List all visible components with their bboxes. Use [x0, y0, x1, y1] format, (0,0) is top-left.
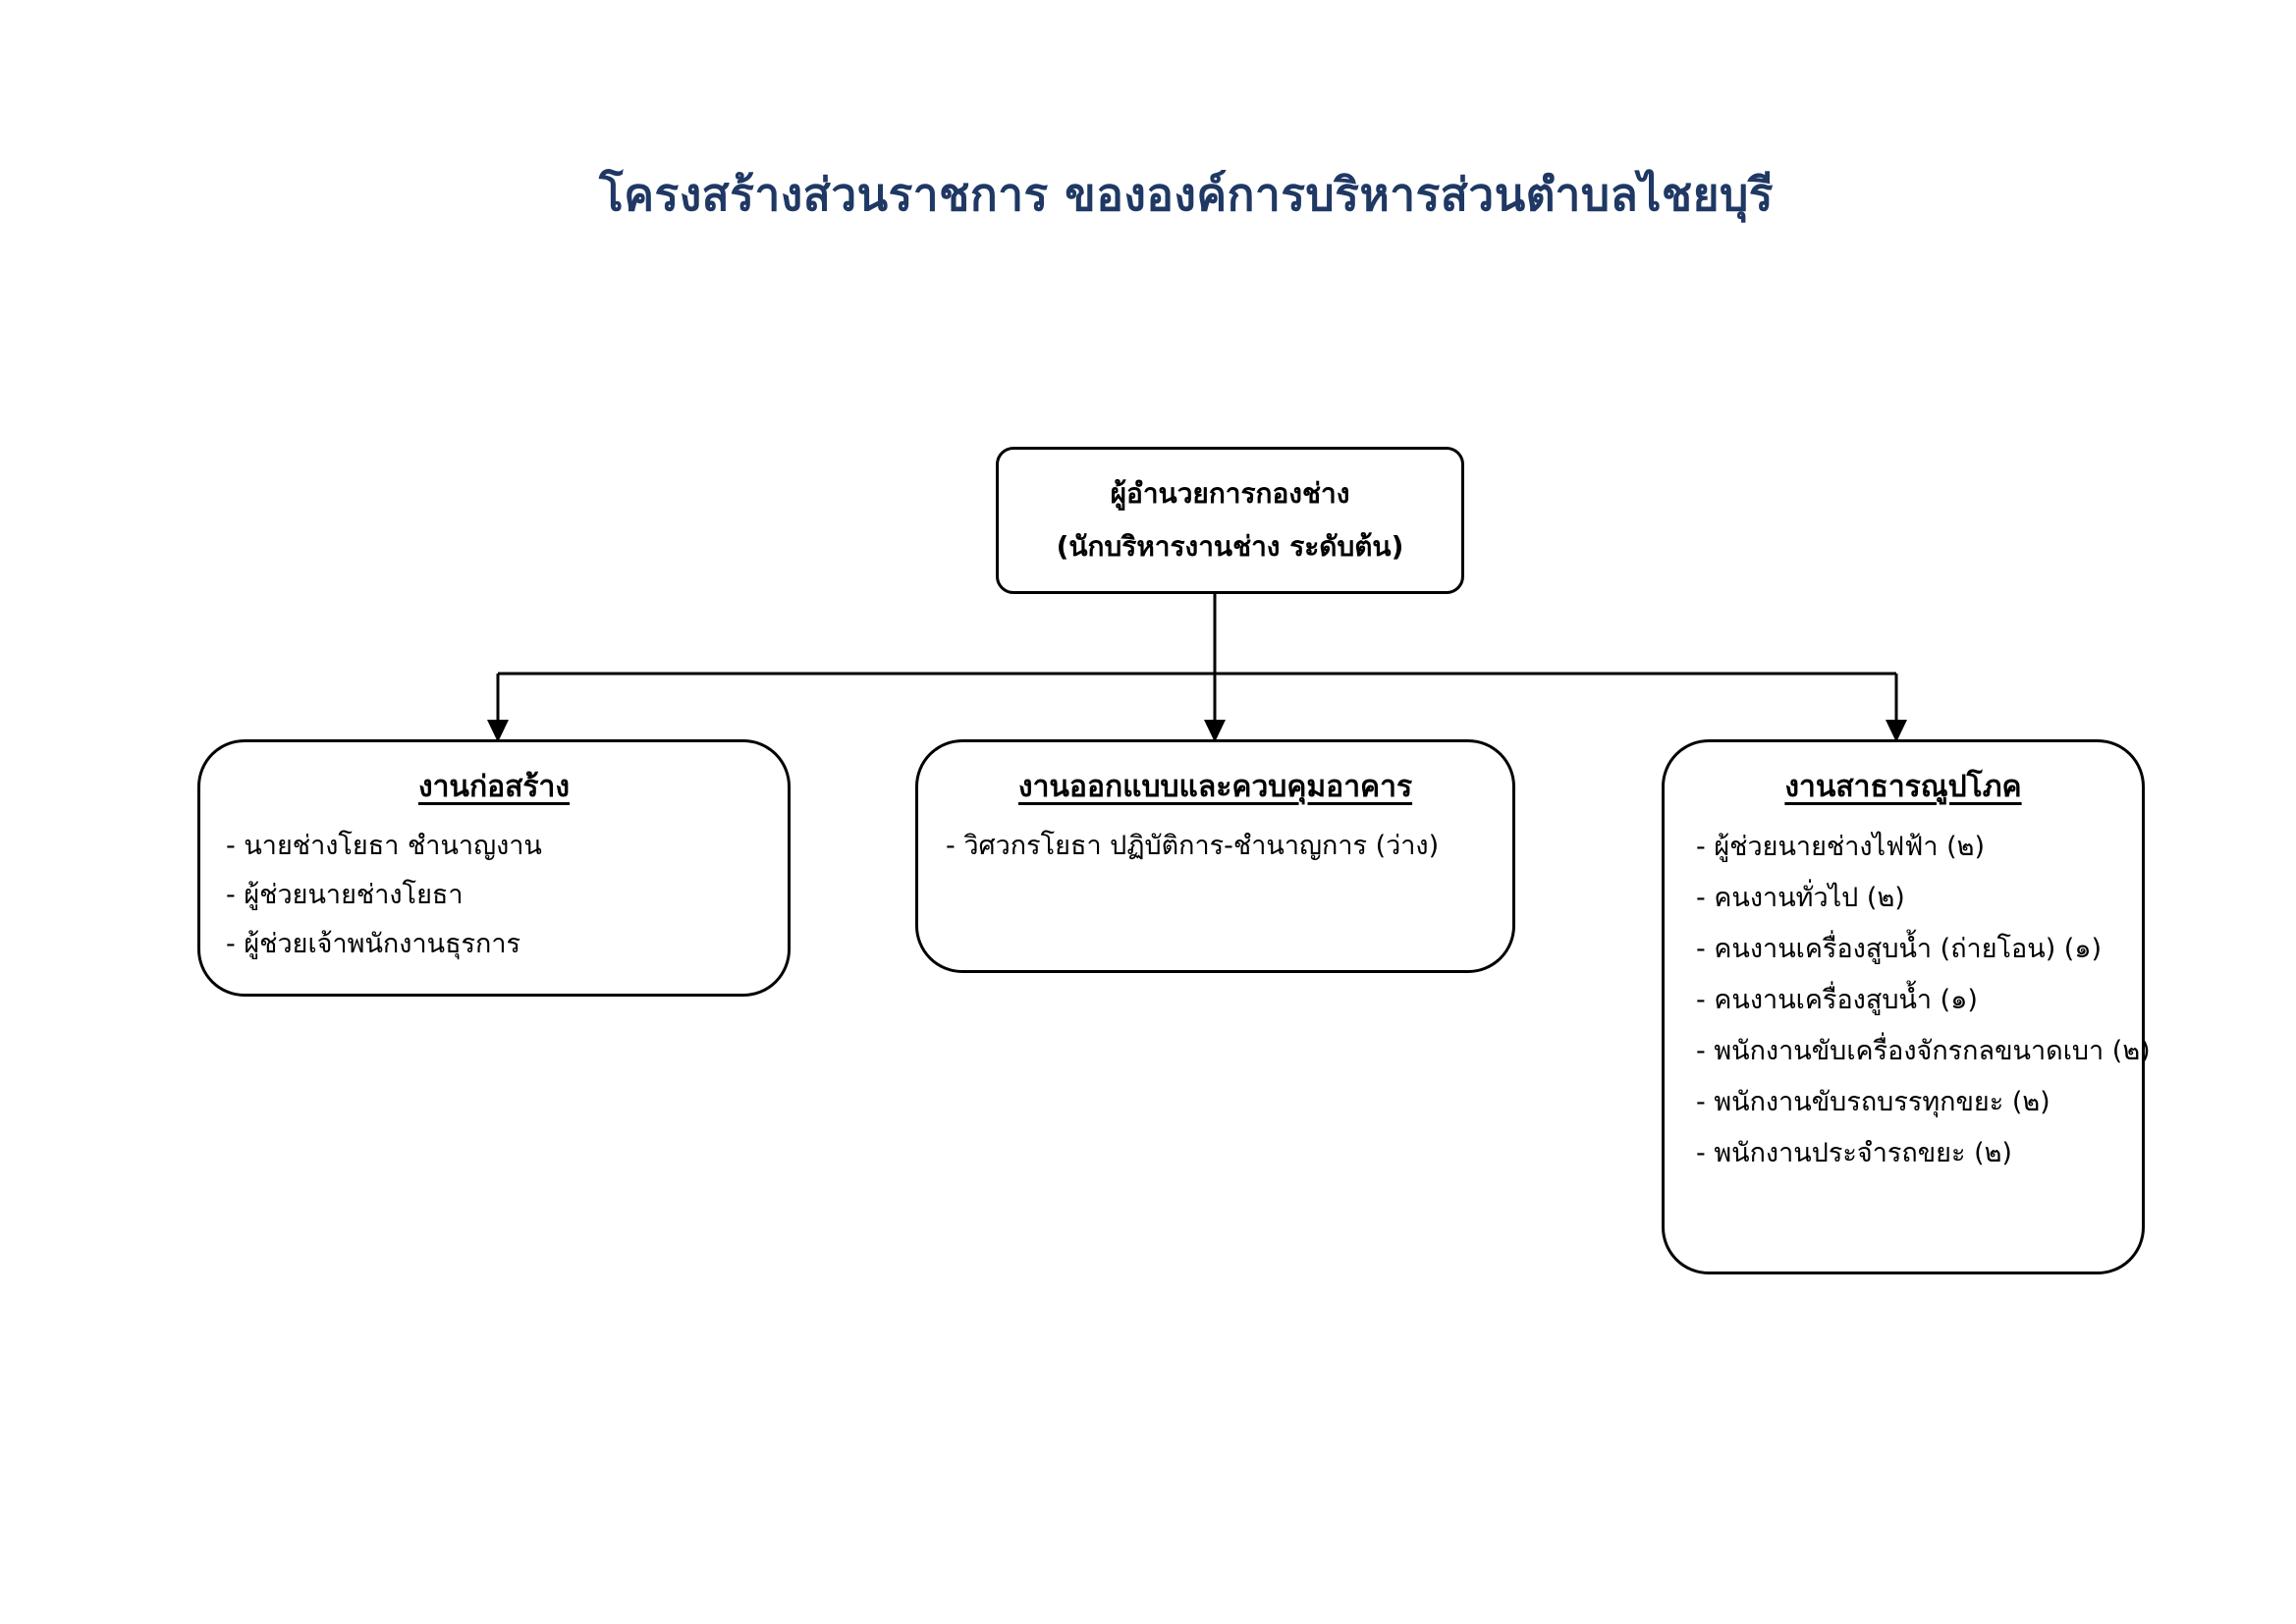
dept-title: งานสาธารณูปโภค [1784, 770, 2022, 804]
dept-item-list: - นายช่างโยธา ชำนาญงาน - ผู้ช่วยนายช่างโ… [226, 822, 788, 969]
dept-item: - นายช่างโยธา ชำนาญงาน [226, 831, 542, 861]
director-title: ผู้อำนวยการกองช่าง [1110, 477, 1350, 510]
dept-item-list: - ผู้ช่วยนายช่างไฟฟ้า (๒) - คนงานทั่วไป … [1696, 822, 2151, 1179]
dept-box-public-utilities: งานสาธารณูปโภค - ผู้ช่วยนายช่างไฟฟ้า (๒)… [1662, 739, 2151, 1274]
dept-item: - พนักงานประจำรถขยะ (๒) [1696, 1138, 2012, 1168]
director-box: ผู้อำนวยการกองช่าง (นักบริหารงานช่าง ระด… [996, 447, 1464, 594]
dept-item: - วิศวกรโยธา ปฏิบัติการ-ชำนาญการ (ว่าง) [946, 831, 1440, 861]
dept-item: - คนงานเครื่องสูบน้ำ (ถ่ายโอน) (๑) [1696, 934, 2103, 964]
dept-item: - พนักงานขับรถบรรทุกขยะ (๒) [1696, 1087, 2050, 1117]
dept-item: - ผู้ช่วยนายช่างไฟฟ้า (๒) [1696, 832, 1985, 862]
dept-item-list: - วิศวกรโยธา ปฏิบัติการ-ชำนาญการ (ว่าง) [946, 822, 1512, 871]
dept-item: - คนงานทั่วไป (๒) [1696, 883, 1905, 913]
dept-title: งานออกแบบและควบคุมอาคาร [1017, 770, 1413, 804]
dept-title: งานก่อสร้าง [417, 770, 571, 804]
dept-item: - คนงานเครื่องสูบน้ำ (๑) [1696, 985, 1978, 1015]
dept-box-construction: งานก่อสร้าง - นายช่างโยธา ชำนาญงาน - ผู้… [197, 739, 791, 997]
director-subtitle: (นักบริหารงานช่าง ระดับต้น) [1056, 530, 1404, 563]
dept-item: - พนักงานขับเครื่องจักรกลขนาดเบา (๒) [1696, 1036, 2151, 1066]
dept-box-design-building-control: งานออกแบบและควบคุมอาคาร - วิศวกรโยธา ปฏิ… [915, 739, 1515, 973]
dept-item: - ผู้ช่วยนายช่างโยธา [226, 880, 464, 910]
page-title: โครงสร้างส่วนราชการ ขององค์การบริหารส่วน… [599, 168, 1774, 221]
dept-item: - ผู้ช่วยเจ้าพนักงานธุรการ [226, 929, 521, 959]
